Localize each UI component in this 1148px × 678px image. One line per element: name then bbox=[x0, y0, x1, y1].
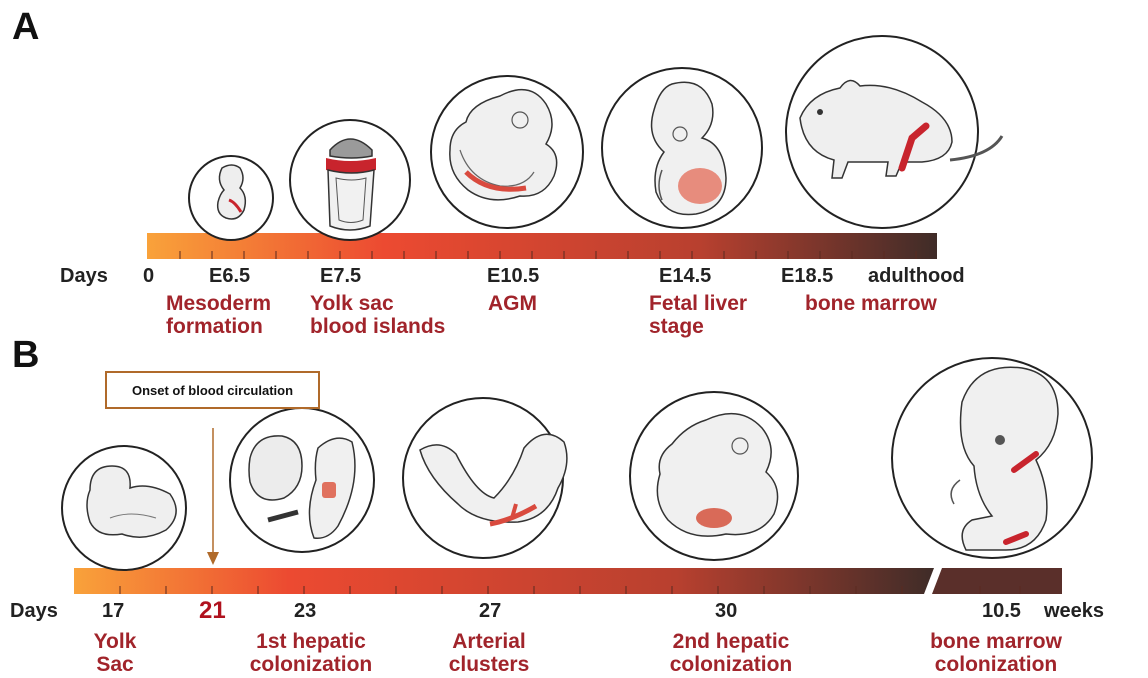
tick-b-0: 17 bbox=[102, 600, 124, 623]
tick-b-3: 27 bbox=[479, 600, 501, 623]
human-yolk-sac-icon bbox=[62, 446, 186, 570]
tick-b-2: 23 bbox=[294, 600, 316, 623]
tick-b-5: 10.5 bbox=[982, 600, 1021, 623]
timeline-bar-a bbox=[147, 233, 937, 259]
fetal-liver-embryo-icon bbox=[602, 68, 762, 228]
tick-b-6: weeks bbox=[1044, 600, 1104, 623]
adult-mouse-icon bbox=[786, 36, 1002, 228]
tick-a-1: E6.5 bbox=[209, 265, 250, 288]
days-label-a: Days bbox=[60, 265, 108, 288]
early-embryo-icon bbox=[189, 156, 273, 240]
tick-b-1: 21 bbox=[199, 597, 226, 625]
day30-embryo-icon bbox=[630, 392, 798, 560]
tick-a-0: 0 bbox=[143, 265, 154, 288]
stage-label-a-1: Yolk sac blood islands bbox=[310, 292, 445, 338]
stage-label-a-3: Fetal liver stage bbox=[649, 292, 747, 338]
stage-label-b-2: Arterial clusters bbox=[434, 630, 544, 676]
timeline-bar-b bbox=[74, 568, 1062, 594]
tick-a-3: E10.5 bbox=[487, 265, 539, 288]
stage-label-b-4: bone marrow colonization bbox=[916, 630, 1076, 676]
days-label-b: Days bbox=[10, 600, 58, 623]
tick-a-4: E14.5 bbox=[659, 265, 711, 288]
e10-embryo-icon bbox=[431, 76, 583, 228]
day23-embryo-icon bbox=[230, 408, 374, 552]
tick-a-2: E7.5 bbox=[320, 265, 361, 288]
tick-a-5: E18.5 bbox=[781, 265, 833, 288]
stage-label-b-1: 1st hepatic colonization bbox=[236, 630, 386, 676]
stage-label-a-2: AGM bbox=[488, 292, 537, 315]
stage-label-b-3: 2nd hepatic colonization bbox=[656, 630, 806, 676]
onset-arrow bbox=[207, 428, 219, 565]
tick-b-4: 30 bbox=[715, 600, 737, 623]
fetus-10-weeks-icon bbox=[892, 358, 1092, 558]
yolk-sac-icon bbox=[290, 120, 410, 240]
stage-label-b-0: Yolk Sac bbox=[80, 630, 150, 676]
stage-label-a-4: bone marrow bbox=[805, 292, 937, 315]
stage-label-a-0: Mesoderm formation bbox=[166, 292, 271, 338]
day27-embryo-icon bbox=[403, 398, 567, 558]
onset-of-blood-circulation-box: Onset of blood circulation bbox=[105, 371, 320, 409]
tick-a-6: adulthood bbox=[868, 265, 965, 288]
